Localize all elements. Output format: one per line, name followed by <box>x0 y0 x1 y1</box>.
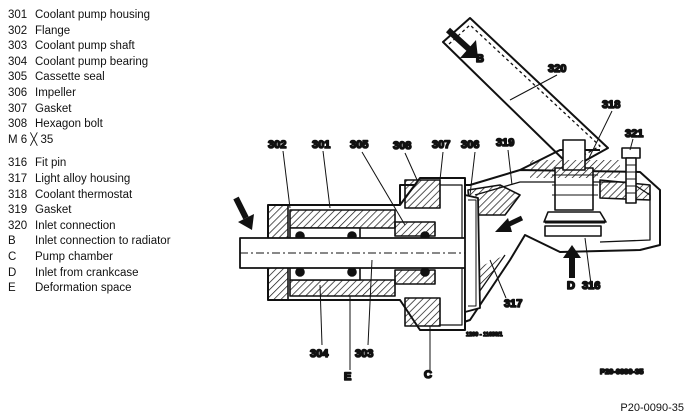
legend-item: C Pump chamber <box>8 250 218 266</box>
legend-code: C <box>8 250 17 263</box>
callout-320: 320 <box>548 63 566 75</box>
legend-item: 302 Flange <box>8 24 218 40</box>
legend-text: Coolant thermostat <box>35 188 133 201</box>
legend-code: 319 <box>8 204 28 217</box>
legend-text: Impeller <box>35 86 76 99</box>
legend-text: Pump chamber <box>35 250 113 263</box>
callout-302: 302 <box>268 139 286 151</box>
legend-text: Light alloy housing <box>35 172 131 185</box>
legend-code: 308 <box>8 118 28 131</box>
callout-321: 321 <box>625 128 643 140</box>
callout-305: 305 <box>350 139 368 151</box>
legend-text: Hexagon bolt <box>35 118 103 131</box>
impeller-306 <box>464 194 481 313</box>
legend-item: 301 Coolant pump housing <box>8 8 218 24</box>
hexagon-bolt-321 <box>621 147 641 204</box>
legend-text: Flange <box>35 24 71 37</box>
figure-reference: P20-0090-35 <box>600 367 643 376</box>
legend-item: 306 Impeller <box>8 86 218 102</box>
legend-item: 318 Coolant thermostat <box>8 188 218 204</box>
legend-item: 320 Inlet connection <box>8 219 218 235</box>
flow-arrow-internal <box>495 215 524 232</box>
legend-item: 308 Hexagon bolt <box>8 117 218 133</box>
legend-text: Cassette seal <box>35 71 105 84</box>
legend-text: Gasket <box>35 204 72 217</box>
legend-code: 316 <box>8 157 28 170</box>
legend-item: 303 Coolant pump shaft <box>8 39 218 55</box>
callout-c: C <box>424 369 432 381</box>
leader-lines <box>282 74 634 370</box>
legend-code: 304 <box>8 55 28 68</box>
legend-text: Inlet connection <box>35 219 116 232</box>
legend-code: 307 <box>8 102 28 115</box>
cassette-seal-305 <box>394 221 436 285</box>
callout-d: D <box>567 280 575 292</box>
legend-code: D <box>8 266 17 279</box>
legend-item: 305 Cassette seal <box>8 70 218 86</box>
legend-code: 317 <box>8 172 28 185</box>
legend-item: E Deformation space <box>8 281 218 297</box>
callout-307: 307 <box>432 139 450 151</box>
callout-319: 319 <box>496 137 514 149</box>
legend-code: 302 <box>8 24 28 37</box>
legend-item: M 6 ╳ 35 <box>8 133 218 149</box>
callout-317: 317 <box>504 298 522 310</box>
legend-item: 319 Gasket <box>8 203 218 219</box>
callout-308: 308 <box>393 140 411 152</box>
legend-item: D Inlet from crankcase <box>8 266 218 282</box>
legend-item: 307 Gasket <box>8 102 218 118</box>
legend-text: Deformation space <box>35 282 132 295</box>
legend-text: Coolant pump housing <box>35 9 151 21</box>
legend-text: Gasket <box>35 102 72 115</box>
callout-316: 316 <box>582 280 600 292</box>
legend-text: Inlet from crankcase <box>35 266 139 279</box>
coolant-pump-shaft-303 <box>239 237 480 269</box>
callout-306: 306 <box>461 139 479 151</box>
legend-text: Fit pin <box>35 157 67 170</box>
legend-code: 303 <box>8 40 28 53</box>
legend-code: 305 <box>8 71 28 84</box>
legend-code: 320 <box>8 219 28 232</box>
legend-item: B Inlet connection to radiator <box>8 234 218 250</box>
legend-item: 316 Fit pin <box>8 156 218 172</box>
flow-arrow-left-inlet <box>233 196 254 230</box>
callout-304: 304 <box>310 348 329 360</box>
legend-text: Coolant pump shaft <box>35 40 135 53</box>
flow-arrow-b <box>445 27 478 58</box>
flow-arrow-d <box>563 245 581 278</box>
inner-reference: 1200 - 11639/1 <box>466 332 503 338</box>
callout-301: 301 <box>312 139 330 151</box>
legend-code: 306 <box>8 86 28 99</box>
legend-text: Coolant pump bearing <box>35 55 149 68</box>
legend-code: 318 <box>8 188 28 201</box>
legend-item: 317 Light alloy housing <box>8 172 218 188</box>
callout-303: 303 <box>355 348 373 360</box>
callout-318: 318 <box>602 99 620 111</box>
legend-code: 301 <box>8 9 28 21</box>
callout-b: B <box>476 53 484 65</box>
legend-item: 304 Coolant pump bearing <box>8 55 218 71</box>
legend-code: E <box>8 282 16 295</box>
legend-code: B <box>8 235 16 248</box>
coolant-thermostat-318 <box>530 139 620 237</box>
footer-reference: P20-0090-35 <box>620 402 684 414</box>
legend-text: Inlet connection to radiator <box>35 235 171 248</box>
callout-e: E <box>344 371 351 383</box>
